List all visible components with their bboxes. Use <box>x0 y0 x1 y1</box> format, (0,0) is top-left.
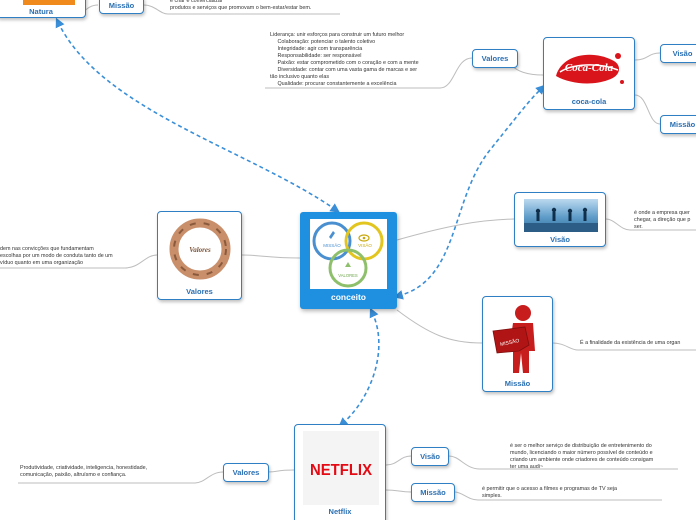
visao-node[interactable]: Visão <box>514 192 606 247</box>
valores-image: Valores <box>166 218 234 280</box>
cocacola-visao-label: Visão <box>672 49 693 58</box>
center-node[interactable]: MISSÃO VISÃO VALORES conceito <box>300 212 397 309</box>
visao-image <box>524 199 598 232</box>
valores-image-text: Valores <box>189 246 211 254</box>
missao-definition-text: É a finalidade da existência de uma orga… <box>580 340 681 346</box>
netflix-logo-graphic: NETFLIX <box>310 462 372 479</box>
netflix-missao-label: Missão <box>420 488 446 497</box>
missao-puzzle-graphic: MISSÃO <box>492 305 535 373</box>
connector-center-visao <box>396 218 515 241</box>
netflix-node[interactable]: NETFLIX Netflix <box>294 424 386 520</box>
netflix-logo: NETFLIX <box>303 431 379 505</box>
center-venn-graphic: MISSÃO VISÃO VALORES <box>312 221 384 288</box>
connector-netflix-missao <box>385 489 412 493</box>
netflix-logo-text: NETFLIX <box>310 462 372 479</box>
connector-visao-text <box>605 218 696 231</box>
cocacola-valores-label: Valores <box>481 54 509 63</box>
connector-cocacola-missao <box>634 94 661 125</box>
cocacola-label: coca-cola <box>571 97 607 106</box>
connector-netflix-visao <box>385 455 412 466</box>
netflix-missao-button[interactable]: Missão <box>411 483 455 502</box>
connector-natura-missao-text <box>143 4 340 15</box>
connector-netflix-missao-text <box>454 491 662 501</box>
plain-connectors <box>0 4 696 501</box>
missao-puzzle-text: MISSÃO <box>499 337 520 348</box>
netflix-label: Netflix <box>328 507 352 516</box>
cocacola-valores-text: Liderança: unir esforços para construir … <box>270 32 419 88</box>
netflix-visao-button[interactable]: Visão <box>411 447 449 466</box>
valores-label: Valores <box>186 287 213 296</box>
venn-visao-label: VISÃO <box>358 242 372 248</box>
cocacola-logo-text: Coca-Cola <box>565 62 614 74</box>
connector-center-missao <box>396 309 483 344</box>
netflix-valores-button[interactable]: Valores <box>223 463 269 482</box>
natura-missao-button[interactable]: Missão <box>99 0 144 14</box>
valores-node[interactable]: Valores Valores <box>157 211 242 300</box>
relation-conceito-cocacola <box>393 84 546 300</box>
cocacola-valores-button[interactable]: Valores <box>472 49 518 68</box>
netflix-visao-text: é ser o melhor serviço de distribuição d… <box>510 443 654 471</box>
netflix-valores-text: Produtividade, criatividade, inteligenci… <box>20 465 148 479</box>
missao-image: MISSÃO <box>489 301 547 377</box>
missao-label: Missão <box>504 379 531 388</box>
visao-label: Visão <box>550 235 570 244</box>
rocket-icon <box>329 231 335 239</box>
valores-definition-text: dem nas convicções que fundamentam escol… <box>0 246 113 267</box>
connector-center-valores <box>241 254 301 259</box>
netflix-valores-label: Valores <box>232 468 260 477</box>
connector-missao-text <box>552 342 696 351</box>
visao-definition-text: é onde a empresa quer chegar, a direção … <box>634 210 691 231</box>
venn-missao-label: MISSÃO <box>323 242 341 248</box>
cocacola-logo-graphic: Coca-Cola <box>556 53 624 84</box>
connector-netflix-valores-text <box>18 471 224 484</box>
relation-conceito-netflix <box>338 307 380 428</box>
natura-label: Natura <box>29 7 53 16</box>
cocacola-logo: Coca-Cola <box>552 46 626 88</box>
plant-icon <box>345 262 351 267</box>
natura-node[interactable]: Natura <box>0 0 86 18</box>
relation-natura-conceito <box>55 17 340 213</box>
netflix-missao-text: é permitir que o acesso a filmes e progr… <box>482 486 618 500</box>
connector-netflix-valores <box>267 469 295 473</box>
missao-node[interactable]: MISSÃO Missão <box>482 296 553 392</box>
eye-icon <box>358 234 370 242</box>
relationship-arrows <box>55 17 546 428</box>
center-diagram-image: MISSÃO VISÃO VALORES <box>310 219 387 289</box>
natura-missao-text: é criar e comercializar produtos e servi… <box>170 0 312 12</box>
netflix-visao-label: Visão <box>420 452 440 461</box>
connector-netflix-visao-text <box>448 455 678 470</box>
center-label: conceito <box>331 292 366 302</box>
visao-runners-graphic <box>524 207 598 232</box>
cocacola-missao-button[interactable]: Missão <box>660 115 696 134</box>
cocacola-node[interactable]: Coca-Cola coca-cola <box>543 37 635 110</box>
connector-valores-text <box>0 254 158 269</box>
valores-hands-graphic: Valores <box>169 218 231 280</box>
cocacola-visao-button[interactable]: Visão <box>660 44 696 63</box>
natura-missao-label: Missão <box>108 1 135 10</box>
connector-cocacola-visao <box>634 52 661 61</box>
venn-valores-label: VALORES <box>338 273 358 278</box>
cocacola-missao-label: Missão <box>669 120 696 129</box>
natura-image <box>23 0 75 5</box>
